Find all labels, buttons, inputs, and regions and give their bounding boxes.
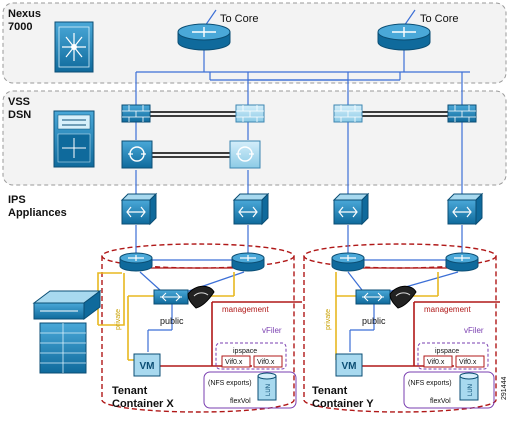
tenant-y-ipspace-label: ipspace (435, 348, 459, 355)
tenant-y-vif-label-2: Vif0.x (459, 359, 477, 366)
vss-switch-2 (235, 104, 265, 123)
vss-switch-4 (447, 104, 477, 123)
tenant-x-vm-icon: VM (133, 353, 161, 377)
tenant-x-ipspace-label: ipspace (233, 348, 257, 355)
nexus-region (2, 2, 507, 84)
service-module-left (121, 140, 153, 169)
tenant-x-access-switch (153, 289, 189, 305)
ips-appliance-4 (446, 192, 484, 226)
tenant-y-public-label: public (362, 316, 386, 326)
tenant-x-vfiler-label: vFiler (262, 326, 282, 335)
tenant-x-nfs-label: (NFS exports) (208, 380, 252, 387)
tenant-x-lun-icon (257, 372, 277, 401)
tenant-x-name-line1: Tenant (112, 385, 148, 397)
ips-label-line2: Appliances (8, 207, 67, 219)
tenant-x-name-line2: Container X (112, 398, 174, 410)
tenant-y-vfiler-label: vFiler (464, 326, 484, 335)
ips-appliance-1 (120, 192, 158, 226)
tenant-y-nfs-label: (NFS exports) (408, 380, 452, 387)
nexus-chassis-icon (54, 21, 94, 73)
service-module-right (229, 140, 261, 169)
tenant-x-vm-label: VM (140, 361, 155, 372)
to-core-label-left: To Core (220, 13, 259, 25)
ips-appliance-3 (332, 192, 370, 226)
tenant-x-firewall-icon (187, 285, 215, 309)
tenant-y-firewall-icon (389, 285, 417, 309)
vss-switch-1 (121, 104, 151, 123)
tenant-y-vm-label: VM (342, 361, 357, 372)
ips-appliance-2 (232, 192, 270, 226)
tenant-y-lun-icon (459, 372, 479, 401)
tenant-y-flexvol-label: flexVol (430, 398, 451, 405)
to-core-label-right: To Core (420, 13, 459, 25)
figure-id-label: 291444 (501, 377, 508, 400)
tenant-x-router-right (231, 252, 265, 272)
tenant-y-vfiler (403, 342, 495, 409)
tenant-y-lun-label: LUN (468, 384, 474, 396)
tenant-x-lun-label: LUN (266, 384, 272, 396)
tenant-y-management-label: management (424, 305, 471, 314)
tenant-y-vif-label-1: Vif0.x (427, 359, 445, 366)
tenant-x-public-label: public (160, 316, 184, 326)
ips-label-line1: IPS (8, 194, 26, 206)
tenant-x-router-left (119, 252, 153, 272)
nexus-router-left (177, 23, 231, 51)
ucs-blade-chassis-icon (39, 322, 87, 374)
tenant-y-name-line1: Tenant (312, 385, 348, 397)
tenant-y-access-switch (355, 289, 391, 305)
catalyst-chassis-icon (53, 110, 95, 168)
tenant-x-vfiler (203, 342, 297, 409)
vss-switch-3 (333, 104, 363, 123)
tenant-y-private-label: private (325, 309, 332, 330)
nexus-router-right (377, 23, 431, 51)
tenant-y-router-left (331, 252, 365, 272)
tenant-y-vm-icon: VM (335, 353, 363, 377)
tenant-x-private-label: private (115, 309, 122, 330)
tenant-x-flexvol-label: flexVol (230, 398, 251, 405)
tenant-y-router-right (445, 252, 479, 272)
nexus-label-line2: 7000 (8, 21, 32, 33)
tenant-x-vif-label-2: Vif0.x (257, 359, 275, 366)
ucs-fabric-interconnect-icon (32, 290, 102, 320)
vss-label-line2: DSN (8, 109, 31, 121)
tenant-y-name-line2: Container Y (312, 398, 374, 410)
tenant-x-vif-label-1: Vif0.x (225, 359, 243, 366)
vss-label-line1: VSS (8, 96, 30, 108)
tenant-x-management-label: management (222, 305, 269, 314)
nexus-label-line1: Nexus (8, 8, 41, 20)
